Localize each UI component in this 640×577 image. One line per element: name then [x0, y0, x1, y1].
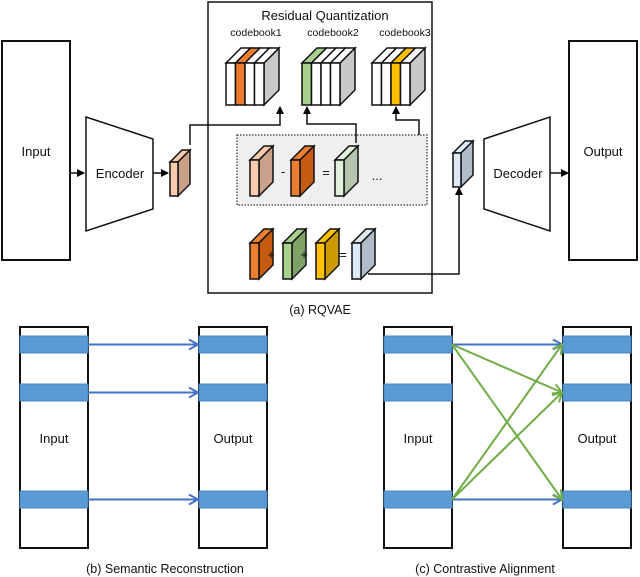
slab-front — [334, 159, 345, 197]
residual-to-codebook3-connector — [392, 106, 420, 135]
panel-a-rqvae: Input Encoder Residual Quantization code… — [1, 1, 638, 317]
codebook2-label: codebook2 — [307, 27, 359, 39]
input-token-1 — [383, 335, 453, 354]
quantized-cube — [451, 139, 475, 189]
codebook3-label: codebook3 — [379, 27, 431, 39]
panel-c-output-column — [562, 326, 632, 549]
input-token-3 — [19, 490, 89, 509]
codebook-3-stack — [370, 46, 427, 107]
negative-pair-arrow — [451, 343, 562, 393]
output-token-1 — [562, 335, 632, 354]
input-token-3 — [383, 490, 453, 509]
residual-codeword1 — [289, 144, 316, 198]
latent-vector — [168, 148, 192, 198]
codebook-1-stack — [224, 46, 281, 107]
equals-sign-residual: = — [322, 165, 330, 180]
slab-front — [249, 159, 260, 197]
sum-codeword1 — [248, 227, 275, 281]
codeword — [320, 62, 332, 106]
codeword — [253, 62, 265, 106]
slab-front — [282, 242, 293, 280]
codeword — [380, 62, 392, 106]
output-token-3 — [198, 490, 268, 509]
residual-quantization-box — [207, 1, 433, 294]
output-label: Output — [583, 144, 622, 159]
codeword — [310, 62, 322, 106]
negative-pair-arrow — [451, 393, 562, 501]
panel-b-input-column — [19, 326, 89, 549]
input-token-2 — [383, 383, 453, 402]
residual-latent — [248, 144, 275, 198]
codeword — [399, 62, 411, 106]
selected-codeword — [234, 62, 246, 106]
slab-front — [169, 161, 179, 197]
codebook-2-stack — [300, 46, 357, 107]
slab-front — [351, 242, 362, 280]
quantized-latent-vector — [451, 139, 475, 189]
input-token-1 — [19, 335, 89, 354]
output-block — [568, 40, 638, 261]
sum-codeword2 — [281, 227, 308, 281]
sum-codeword3 — [314, 227, 341, 281]
panel-c-output-label: Output — [577, 431, 616, 446]
latent-to-codebook1-connector — [189, 106, 284, 145]
residual-row — [248, 144, 360, 198]
panel-c-input-column — [383, 326, 453, 549]
panel-b-semantic-reconstruction: Input Output (b) Semantic Reconstruction — [19, 326, 268, 576]
codebooks — [224, 46, 427, 107]
slab-front — [290, 159, 301, 197]
sum-quantized — [350, 227, 377, 281]
sum-row — [248, 227, 377, 281]
selected-codeword — [390, 62, 402, 106]
plus-sign-1: + — [267, 247, 275, 262]
panel-a-caption: (a) RQVAE — [289, 303, 351, 317]
encoder-label: Encoder — [96, 166, 145, 181]
plus-sign-2: + — [300, 247, 308, 262]
latent-cube — [168, 148, 192, 198]
input-block — [1, 40, 71, 261]
codeword — [329, 62, 341, 106]
decoder-label: Decoder — [493, 166, 543, 181]
codeword — [225, 62, 237, 106]
codebook1-label: codebook1 — [230, 27, 282, 39]
encoder-block — [85, 115, 154, 233]
panel-c-contrastive-alignment: Input Output (c) Contrastive Alignment — [383, 326, 632, 576]
equals-sign-sum: = — [339, 247, 347, 262]
slab-front — [249, 242, 260, 280]
negative-pair-arrow — [451, 345, 562, 501]
panel-b-caption: (b) Semantic Reconstruction — [86, 562, 244, 576]
selected-codeword — [301, 62, 313, 106]
codeword — [244, 62, 256, 106]
output-token-1 — [198, 335, 268, 354]
quantized-to-decoder-connector — [368, 187, 463, 275]
panel-b-output-column — [198, 326, 268, 549]
panel-b-output-label: Output — [213, 431, 252, 446]
input-label: Input — [22, 144, 51, 159]
minus-sign: - — [281, 164, 285, 179]
output-token-2 — [198, 383, 268, 402]
panel-b-input-label: Input — [40, 431, 69, 446]
panel-c-caption: (c) Contrastive Alignment — [415, 562, 555, 576]
panel-c-input-label: Input — [404, 431, 433, 446]
ellipsis: ... — [372, 168, 383, 183]
residual-vector — [333, 144, 360, 198]
slab-front — [315, 242, 326, 280]
slab-front — [452, 152, 462, 188]
codeword — [371, 62, 383, 106]
input-token-2 — [19, 383, 89, 402]
decoder-block — [483, 115, 551, 233]
rq-title: Residual Quantization — [261, 8, 388, 23]
residual-to-codebook2-connector — [303, 106, 357, 143]
output-token-3 — [562, 490, 632, 509]
output-token-2 — [562, 383, 632, 402]
